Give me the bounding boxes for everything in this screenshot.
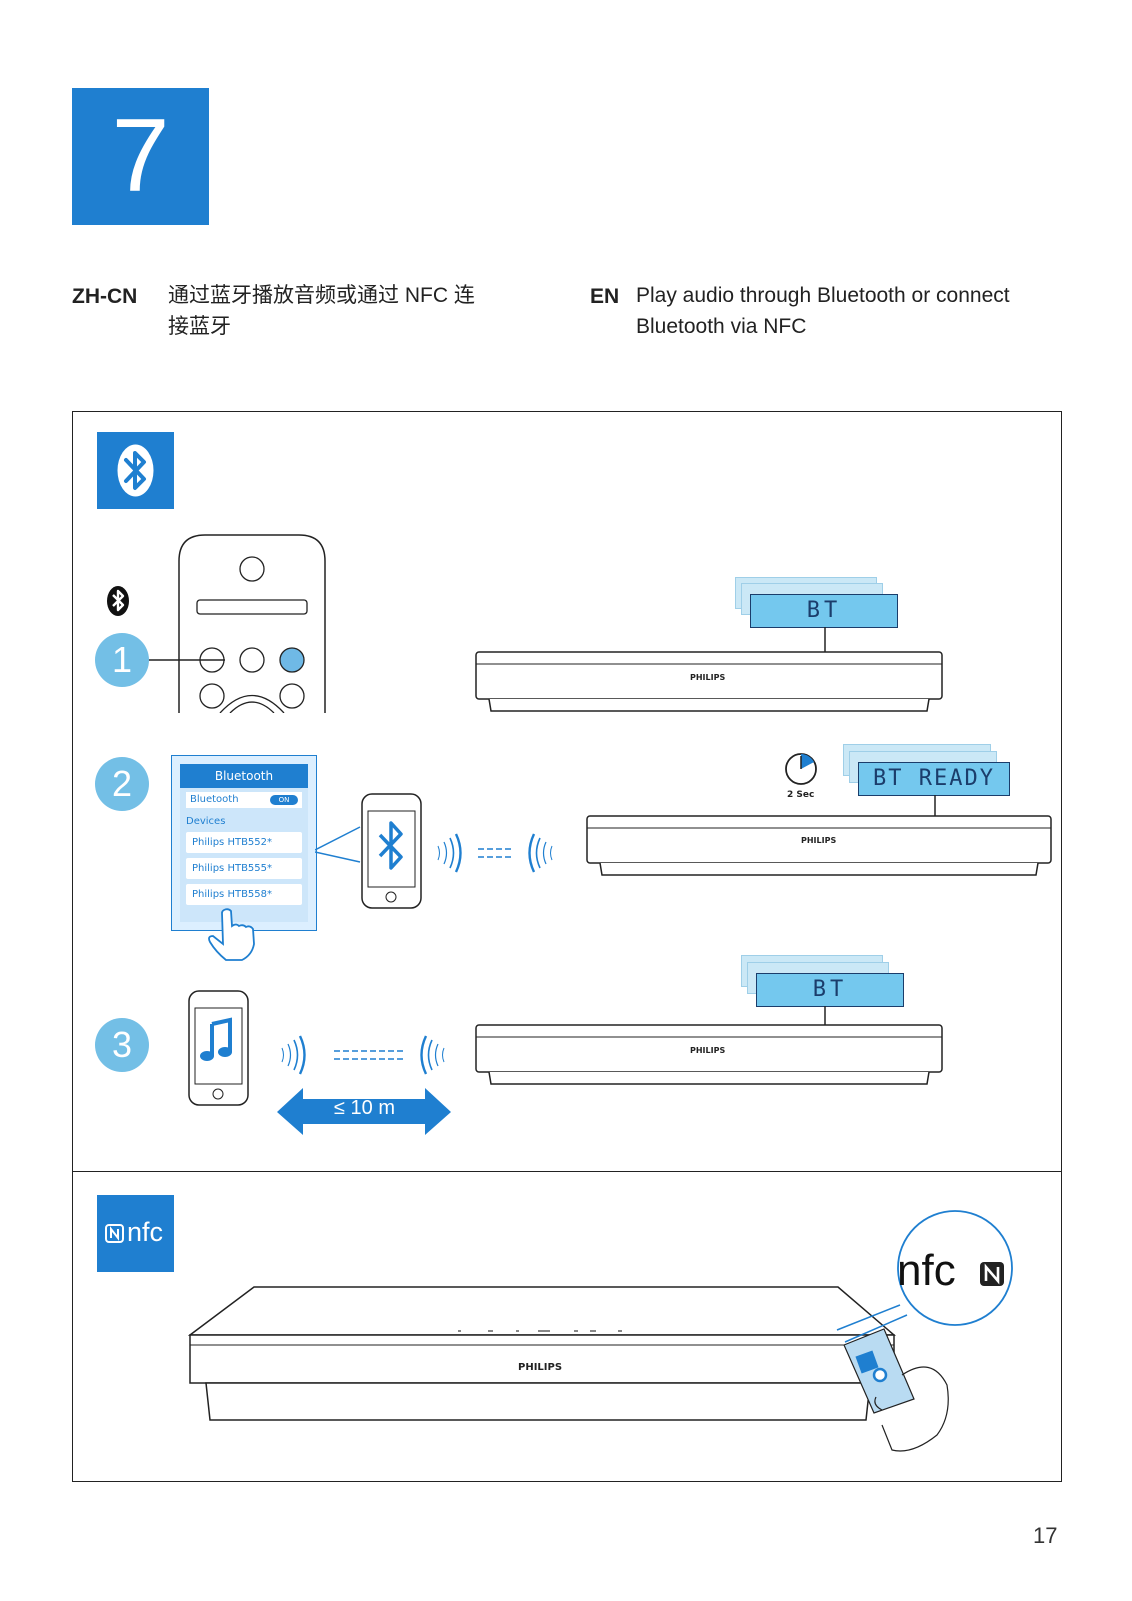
section-divider bbox=[72, 1171, 1062, 1172]
soundbar-1 bbox=[475, 651, 943, 712]
step-number-box: 7 bbox=[72, 88, 209, 225]
bluetooth-menu: Bluetooth Bluetooth ON Devices Philips H… bbox=[171, 755, 317, 931]
nfc-brand-label: PHILIPS bbox=[518, 1362, 563, 1373]
en-title: Play audio through Bluetooth or connect … bbox=[636, 280, 1076, 342]
nfc-badge: nfc bbox=[97, 1195, 174, 1272]
phone-in-hand bbox=[843, 1328, 949, 1452]
menu-header: Bluetooth bbox=[180, 764, 308, 788]
callout-lines bbox=[315, 826, 361, 863]
en-title-line1: Play audio through Bluetooth or connect bbox=[636, 284, 1010, 307]
timer-label: 2 Sec bbox=[787, 790, 815, 800]
distance-arrow bbox=[277, 1088, 451, 1135]
menu-inner: Bluetooth Bluetooth ON Devices Philips H… bbox=[180, 764, 308, 922]
soundbar-2 bbox=[586, 815, 1052, 876]
brand-label-2: PHILIPS bbox=[801, 836, 837, 845]
step-circle-1: 1 bbox=[95, 633, 149, 687]
instruction-frame bbox=[72, 411, 1062, 1482]
device-item[interactable]: Philips HTB558* bbox=[186, 884, 302, 905]
zh-lang-code: ZH-CN bbox=[72, 285, 138, 308]
toggle-label: Bluetooth bbox=[190, 794, 239, 805]
zh-title-line1: 通过蓝牙播放音频或通过 NFC 连 bbox=[168, 284, 475, 307]
nfc-callout-label: nfc bbox=[897, 1246, 956, 1295]
signal-waves-3 bbox=[281, 1035, 445, 1075]
distance-label: ≤ 10 m bbox=[334, 1097, 395, 1119]
zh-title: 通过蓝牙播放音频或通过 NFC 连 接蓝牙 bbox=[168, 280, 548, 342]
brand-label-3: PHILIPS bbox=[690, 1046, 726, 1055]
zh-title-line2: 接蓝牙 bbox=[168, 315, 231, 338]
pointer-line-1 bbox=[145, 659, 225, 661]
step-circle-2: 2 bbox=[95, 757, 149, 811]
en-title-line2: Bluetooth via NFC bbox=[636, 315, 807, 338]
bluetooth-icon bbox=[117, 444, 154, 497]
lcd-display-1: BT bbox=[750, 594, 898, 628]
bluetooth-badge bbox=[97, 432, 174, 509]
devices-label: Devices bbox=[186, 816, 226, 827]
remote-control bbox=[178, 534, 326, 713]
nfc-soundbar bbox=[188, 1286, 897, 1421]
brand-label-1: PHILIPS bbox=[690, 673, 726, 682]
signal-waves-2 bbox=[437, 833, 553, 873]
step-circle-3: 3 bbox=[95, 1018, 149, 1072]
nfc-callout bbox=[836, 1210, 1013, 1343]
hand-pointer-icon bbox=[208, 908, 255, 961]
toggle-switch[interactable]: ON bbox=[270, 795, 298, 805]
device-item[interactable]: Philips HTB555* bbox=[186, 858, 302, 879]
nfc-badge-label: nfc bbox=[127, 1217, 164, 1247]
phone-music bbox=[188, 990, 249, 1106]
lcd-display-3: BT bbox=[756, 973, 904, 1007]
timer-icon bbox=[785, 753, 817, 785]
phone-bluetooth bbox=[361, 793, 422, 909]
small-bluetooth-icon bbox=[107, 586, 129, 616]
lcd-display-2: BT READY bbox=[858, 762, 1010, 796]
bluetooth-toggle-row[interactable]: Bluetooth ON bbox=[186, 792, 302, 808]
en-lang-code: EN bbox=[590, 285, 620, 308]
soundbar-3 bbox=[475, 1024, 943, 1085]
page-number: 17 bbox=[1033, 1523, 1058, 1548]
device-item[interactable]: Philips HTB552* bbox=[186, 832, 302, 853]
nfc-n-icon bbox=[105, 1224, 124, 1243]
